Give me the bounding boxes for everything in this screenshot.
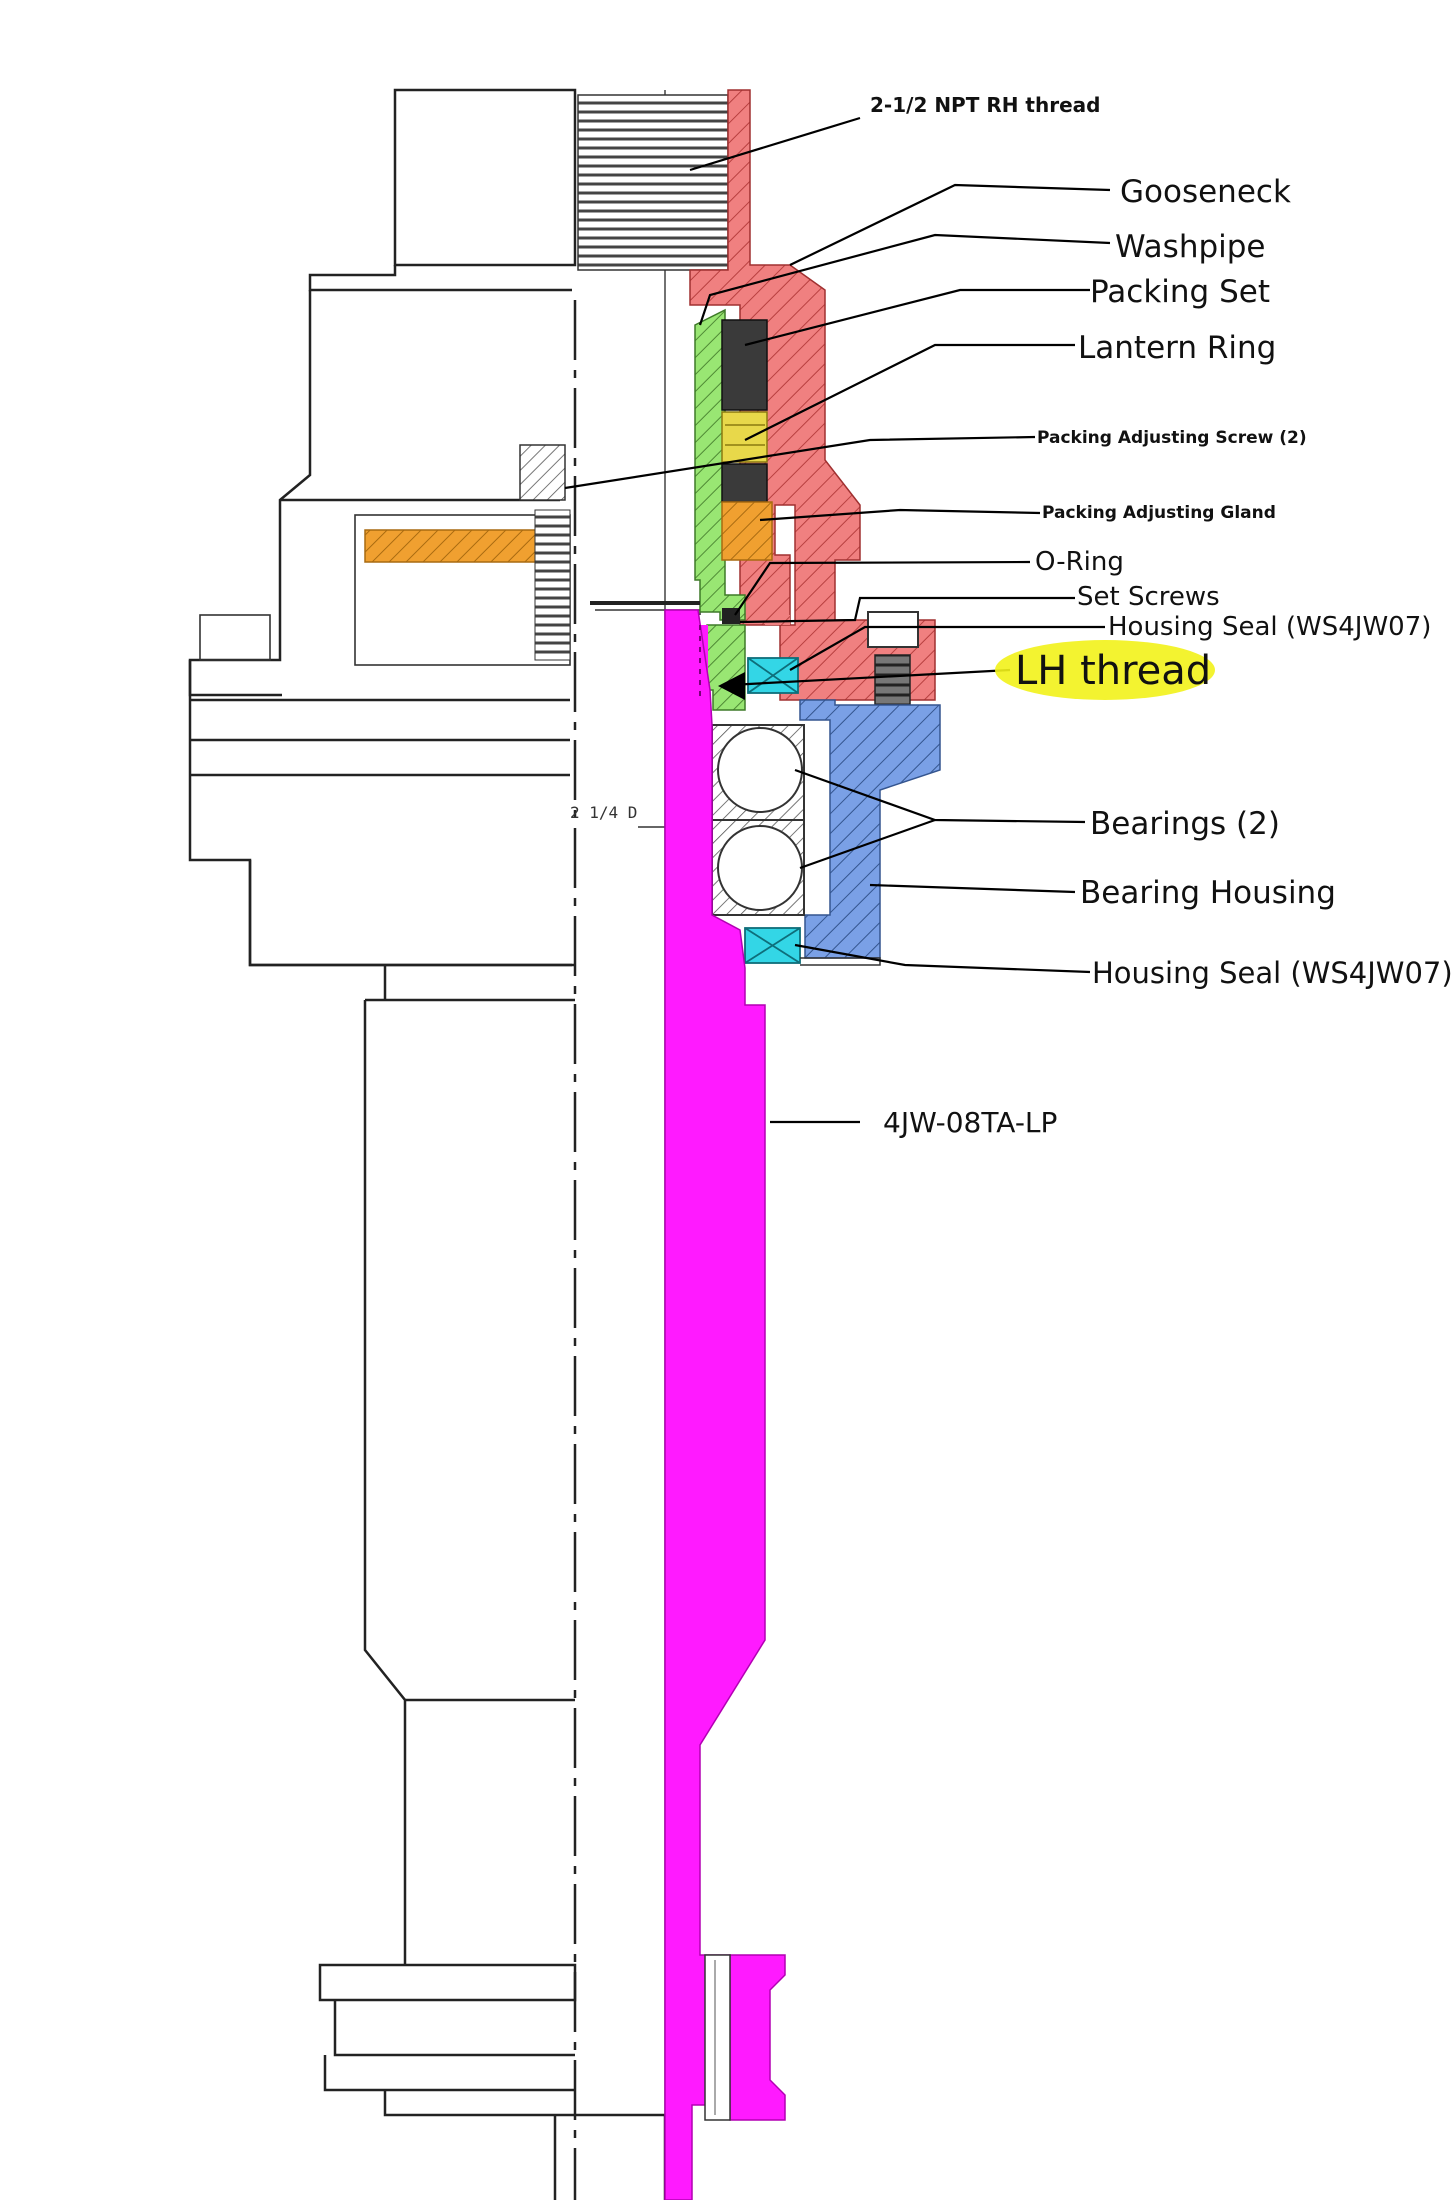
bearings-shape bbox=[711, 724, 805, 916]
label-set-screws: Set Screws bbox=[1077, 582, 1220, 612]
label-washpipe: Washpipe bbox=[1115, 229, 1266, 265]
stem-shape bbox=[664, 609, 766, 2200]
label-packing-adjusting-gland: Packing Adjusting Gland bbox=[1042, 503, 1276, 523]
lh-thread-highlight bbox=[995, 640, 1215, 700]
label-gooseneck: Gooseneck bbox=[1120, 174, 1291, 210]
label-housing-seal-lower: Housing Seal (WS4JW07) bbox=[1092, 956, 1453, 990]
exterior-outline bbox=[188, 88, 701, 2200]
npt-thread-shape bbox=[577, 94, 729, 271]
label-dimension: 2 1/4 D bbox=[570, 803, 637, 822]
label-part-number: 4JW-08TA-LP bbox=[883, 1106, 1057, 1139]
packing-gland-shape bbox=[721, 501, 773, 561]
o-ring-shape bbox=[722, 608, 740, 624]
label-bearings: Bearings (2) bbox=[1090, 806, 1280, 842]
label-packing-set: Packing Set bbox=[1090, 274, 1270, 310]
label-bearing-housing: Bearing Housing bbox=[1080, 875, 1336, 911]
leader-lines bbox=[564, 116, 1111, 1124]
pin-shape bbox=[364, 529, 566, 563]
label-housing-seal-upper: Housing Seal (WS4JW07) bbox=[1108, 612, 1431, 642]
label-lantern-ring: Lantern Ring bbox=[1078, 330, 1276, 366]
label-o-ring: O-Ring bbox=[1035, 547, 1124, 577]
label-lh-thread: LH thread bbox=[1015, 648, 1211, 694]
packing-set-shape bbox=[721, 319, 768, 411]
lantern-ring-shape bbox=[721, 411, 768, 463]
bearing-housing-shape bbox=[799, 699, 941, 959]
label-npt-thread: 2-1/2 NPT RH thread bbox=[870, 93, 1100, 117]
label-packing-adjusting-screw: Packing Adjusting Screw (2) bbox=[1037, 428, 1307, 448]
